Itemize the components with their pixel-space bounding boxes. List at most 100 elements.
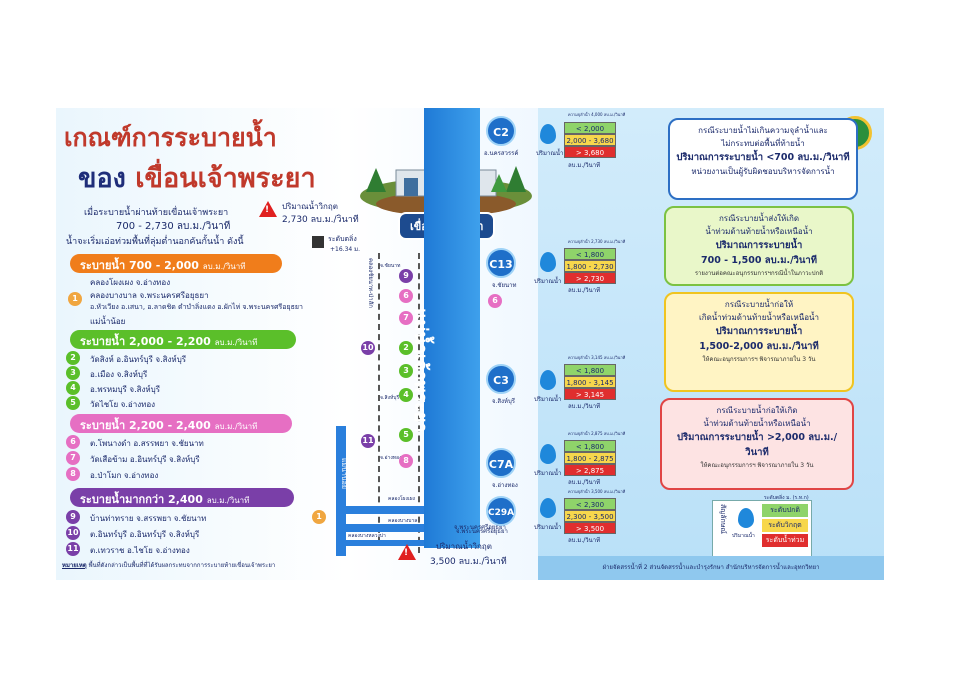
station-c13-capacity: ความจุลำน้ำ 2,730 ลบ.ม./วินาที [568,239,626,244]
group4-item-3: ต.เทวราช อ.ไชโย จ.อ่างทอง [90,546,190,555]
side-river [336,426,346,556]
intro-line3: น้ำจะเริ่มเอ่อท่วมพื้นที่ลุ่มต่ำนอกคันกั… [66,237,244,247]
group3-item-3: อ.ป่าโมก จ.อ่างทอง [90,471,159,480]
water-drop-icon [540,444,556,464]
station-c29a-capacity: ความจุลำน้ำ 3,500 ลบ.ม./วินาที [568,489,626,494]
water-drop-icon [540,252,556,272]
left-bank-label: คลองชัยนาท-ป่าสัก [367,258,374,308]
marker-8: 8 [66,467,80,481]
critical-top-label: ปริมาณน้ำวิกฤต [282,202,338,211]
station-c2: C2 [486,116,516,146]
marker-10: 10 [66,526,80,540]
station-c3: C3 [486,364,516,394]
water-drop-icon [540,370,556,390]
band-700-2000: ระบายน้ำ 700 - 2,000 ลบ.ม./วินาที [70,254,282,273]
map-marker-10: 10 [361,341,375,355]
title-line1: เกณฑ์การระบายน้ำ [64,123,277,152]
dashed-line-left [378,253,380,543]
flow-unit: ลบ.ม./วินาที [568,162,601,169]
critical-bottom-place: จ.พระนครศรีอยุธยา [454,524,506,531]
legend-title: ระดับตลิ่ง ม. (ร.ท.ก) [764,495,809,501]
place-singburi: จ.สิงห์บุรี [380,395,400,401]
station-c2-flow-table: < 2,000 2,000 - 3,680 > 3,680 [564,122,616,158]
marker-11: 11 [66,542,80,556]
group3-item-1: ต.โพนางดำ อ.สรรพยา จ.ชัยนาท [90,439,204,448]
station-c13: C13 [486,248,516,278]
group2-item-3: อ.พรหมบุรี จ.สิงห์บุรี [90,385,161,394]
map-marker-2: 2 [399,341,413,355]
water-drop-icon [540,498,556,518]
station-c7a: C7A [486,448,516,478]
canal-label-3: คลองบางหลวงบ่า [348,533,386,539]
station-c29a-place: จ.พระนครศรีอยุธยา [456,528,508,535]
marker-9: 9 [66,510,80,524]
intro-line2: 700 - 2,730 ลบ.ม./วินาที [116,221,231,232]
map-marker-9: 9 [399,269,413,283]
place-chainat: จ.ชัยนาท [380,263,401,269]
critical-top-value: 2,730 ลบ.ม./วินาที [282,215,359,225]
station-c13-flow-table: < 1,800 1,800 - 2,730 > 2,730 [564,248,616,284]
chao-phraya-river [424,108,480,548]
station-c3-capacity: ความจุลำน้ำ 3,145 ลบ.ม./วินาที [568,355,626,360]
legend-flood: ระดับน้ำท่วม [762,534,808,547]
station-c2-place: อ.นครสวรรค์ [484,150,519,157]
marker-4: 4 [66,381,80,395]
water-level-label: ระดับตลิ่ง [328,235,357,243]
warning-icon [259,201,277,217]
side-river-label: แม่น้ำน้อย [340,458,348,489]
map-marker-7: 7 [399,311,413,325]
station-c13-place: จ.ชัยนาท [492,282,517,289]
band-over-2400: ระบายน้ำมากกว่า 2,400 ลบ.ม./วินาที [70,488,294,507]
warning-icon-bottom [398,544,416,560]
station-c3-place: จ.สิงห์บุรี [492,398,516,405]
infographic-poster: เกณฑ์การระบายน้ำ ของ เขื่อนเจ้าพระยา เขื… [56,108,884,580]
group4-item-1: บ้านท่าทราย จ.สรรพยา จ.ชัยนาท [90,514,207,523]
water-level-value: +16.34 ม. [330,246,360,253]
legend-critical: ระดับวิกฤต [762,519,808,532]
building-icon [312,236,324,248]
station-c3-flow-table: < 1,800 1,800 - 3,145 > 3,145 [564,364,616,400]
station-c7a-flow-table: < 1,800 1,800 - 2,875 > 2,875 [564,440,616,476]
map-marker-8: 8 [399,454,413,468]
marker-7: 7 [66,451,80,465]
water-drop-icon [540,124,556,144]
canal-1 [336,506,426,514]
title-line2: ของ เขื่อนเจ้าพระยา [78,156,316,199]
legend-side-label: สัญลักษณ์ [719,504,727,534]
station-c29a: C29A [486,496,516,526]
map-marker-3: 3 [399,364,413,378]
marker-3: 3 [66,366,80,380]
map-marker-6: 6 [399,289,413,303]
band-2200-2400: ระบายน้ำ 2,200 - 2,400 ลบ.ม./วินาที [70,414,292,433]
canal-label-1: คลองโผงเผง [388,496,415,502]
group2-item-1: วัดสิงห์ อ.อินทร์บุรี จ.สิงห์บุรี [90,355,187,364]
group4-item-2: ต.อินทร์บุรี อ.อินทร์บุรี จ.สิงห์บุรี [90,530,200,539]
group2-item-2: อ.เมือง จ.สิงห์บุรี [90,370,148,379]
station-c2-capacity: ความจุลำน้ำ 4,000 ลบ.ม./วินาที [568,112,626,117]
marker-1: 1 [68,292,82,306]
title-line2-prefix: ของ [78,163,126,194]
group2-item-4: วัดไชโย จ.อ่างทอง [90,400,156,409]
canal-3 [346,540,426,546]
station-c29a-flow-table: < 2,300 2,300 - 3,500 > 3,500 [564,498,616,534]
water-drop-icon [738,508,754,528]
footer: ฝ่ายจัดสรรน้ำที่ 2 ส่วนจัดสรรน้ำและบำรุง… [538,556,884,580]
critical-bottom-label: ปริมาณน้ำวิกฤต [436,542,492,551]
canal-2 [336,524,426,532]
intro-line1: เมื่อระบายน้ำผ่านท้ายเขื่อนเจ้าพระยา [84,208,229,218]
alert-box-4: กรณีระบายน้ำก่อให้เกิด น้ำท่วมด้านท้ายน้… [660,398,854,490]
legend-flow-label: ปริมาณน้ำ [732,533,755,539]
group3-item-2: วัดเสือข้าม อ.อินทร์บุรี จ.สิงห์บุรี [90,455,200,464]
group1-item-4: แม่น้ำน้อย [90,317,126,326]
alert-box-3: กรณีระบายน้ำก่อให้ เกิดน้ำท่วมด้านท้ายน้… [664,292,854,392]
note: หมายเหตุ พื้นที่ดังกล่าวเป็นพื้นที่ที่ได… [62,562,276,569]
marker-2: 2 [66,351,80,365]
station-marker-6: 6 [488,294,502,308]
flow-label: ปริมาณน้ำ [536,150,564,157]
group1-item-3: อ.หัวเวียง อ.เสนา, อ.ลาดชิด ตำบำลิ่งแดง … [90,303,303,311]
dashed-line-right [418,253,420,553]
station-c7a-capacity: ความจุลำน้ำ 2,875 ลบ.ม./วินาที [568,431,626,436]
critical-bottom-value: 3,500 ลบ.ม./วินาที [430,557,507,567]
title-line2-highlight: เขื่อนเจ้าพระยา [135,163,316,194]
map-marker-11: 11 [361,434,375,448]
